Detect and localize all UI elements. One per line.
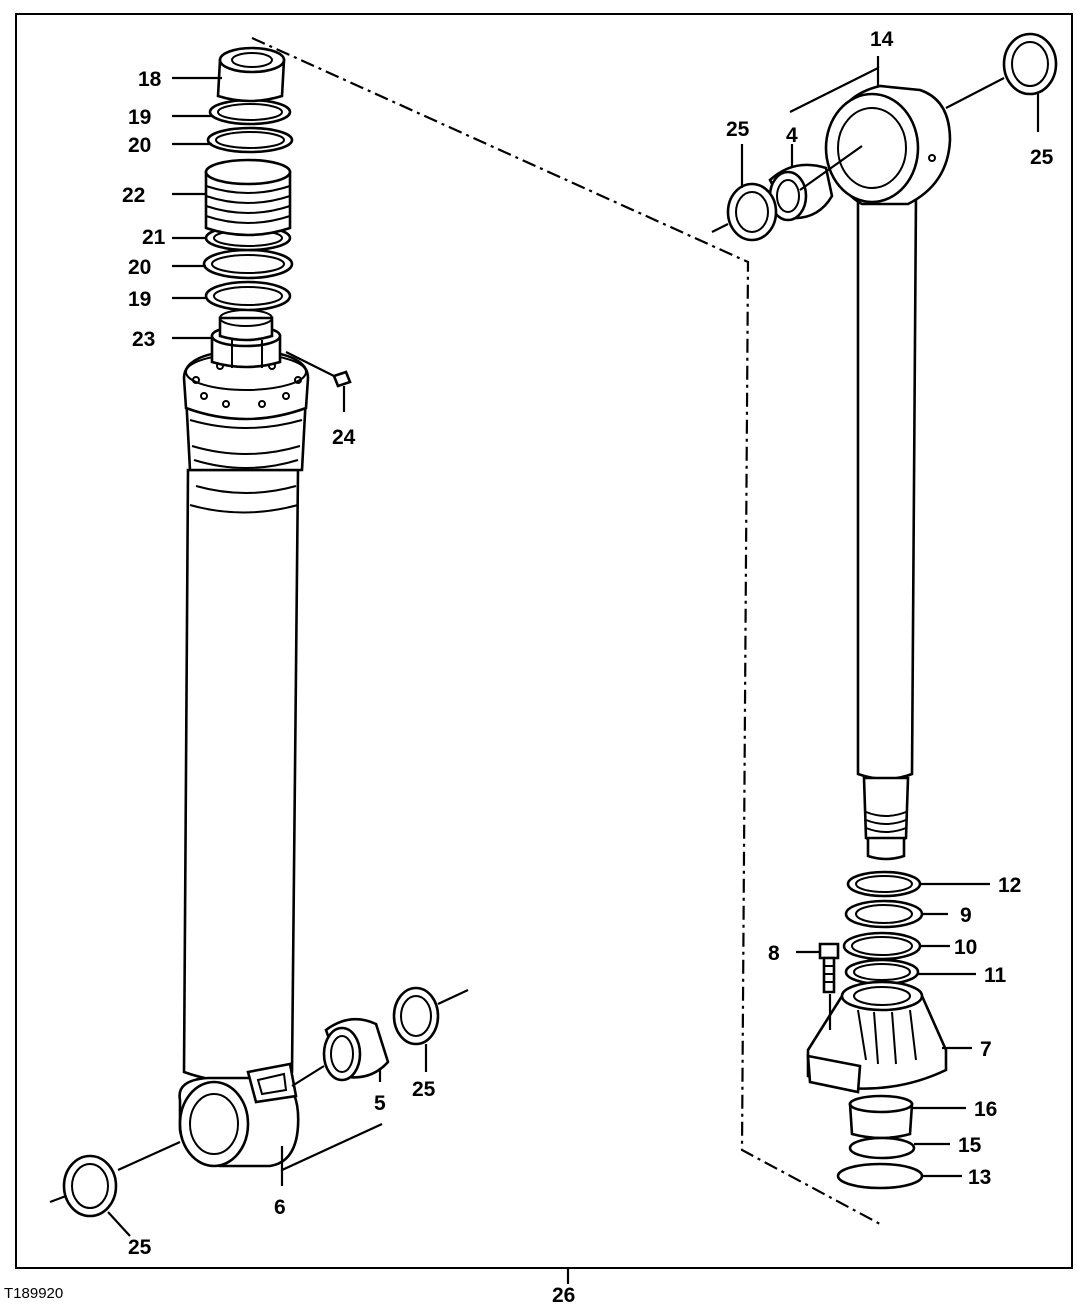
callout-24: 24 bbox=[332, 426, 356, 449]
callout-10: 10 bbox=[954, 936, 977, 959]
callout-16: 16 bbox=[974, 1098, 997, 1121]
callout-11: 11 bbox=[984, 964, 1007, 987]
callout-12: 12 bbox=[998, 874, 1021, 897]
page-number: 26 bbox=[552, 1284, 575, 1304]
callout-21: 21 bbox=[142, 226, 166, 249]
callout-22: 22 bbox=[122, 184, 145, 207]
callout-7: 7 bbox=[980, 1038, 992, 1061]
callout-20: 20 bbox=[128, 256, 151, 279]
callout-20: 20 bbox=[128, 134, 151, 157]
callout-19: 19 bbox=[128, 288, 151, 311]
callout-13: 13 bbox=[968, 1166, 991, 1189]
diagram-frame bbox=[15, 13, 1073, 1269]
callout-19: 19 bbox=[128, 106, 151, 129]
piston-rod-assembly bbox=[711, 32, 1058, 1190]
cylinder-tube-assembly bbox=[49, 46, 469, 1218]
callout-18: 18 bbox=[138, 68, 162, 91]
callouts: 18 19 20 22 21 20 19 23 24 14 25 4 25 12… bbox=[122, 28, 1054, 1259]
callout-25: 25 bbox=[726, 118, 750, 141]
callout-4: 4 bbox=[786, 124, 798, 147]
leader-lines bbox=[107, 56, 1040, 1284]
callout-14: 14 bbox=[870, 28, 894, 51]
callout-8: 8 bbox=[768, 942, 780, 965]
callout-25: 25 bbox=[1030, 146, 1054, 169]
callout-25: 25 bbox=[128, 1236, 152, 1259]
figure-id: T189920 bbox=[4, 1285, 63, 1302]
callout-9: 9 bbox=[960, 904, 972, 927]
alignment-line bbox=[251, 36, 881, 1225]
callout-25: 25 bbox=[412, 1078, 436, 1101]
callout-15: 15 bbox=[958, 1134, 982, 1157]
callout-6: 6 bbox=[274, 1196, 286, 1219]
callout-23: 23 bbox=[132, 328, 155, 351]
callout-5: 5 bbox=[374, 1092, 386, 1115]
